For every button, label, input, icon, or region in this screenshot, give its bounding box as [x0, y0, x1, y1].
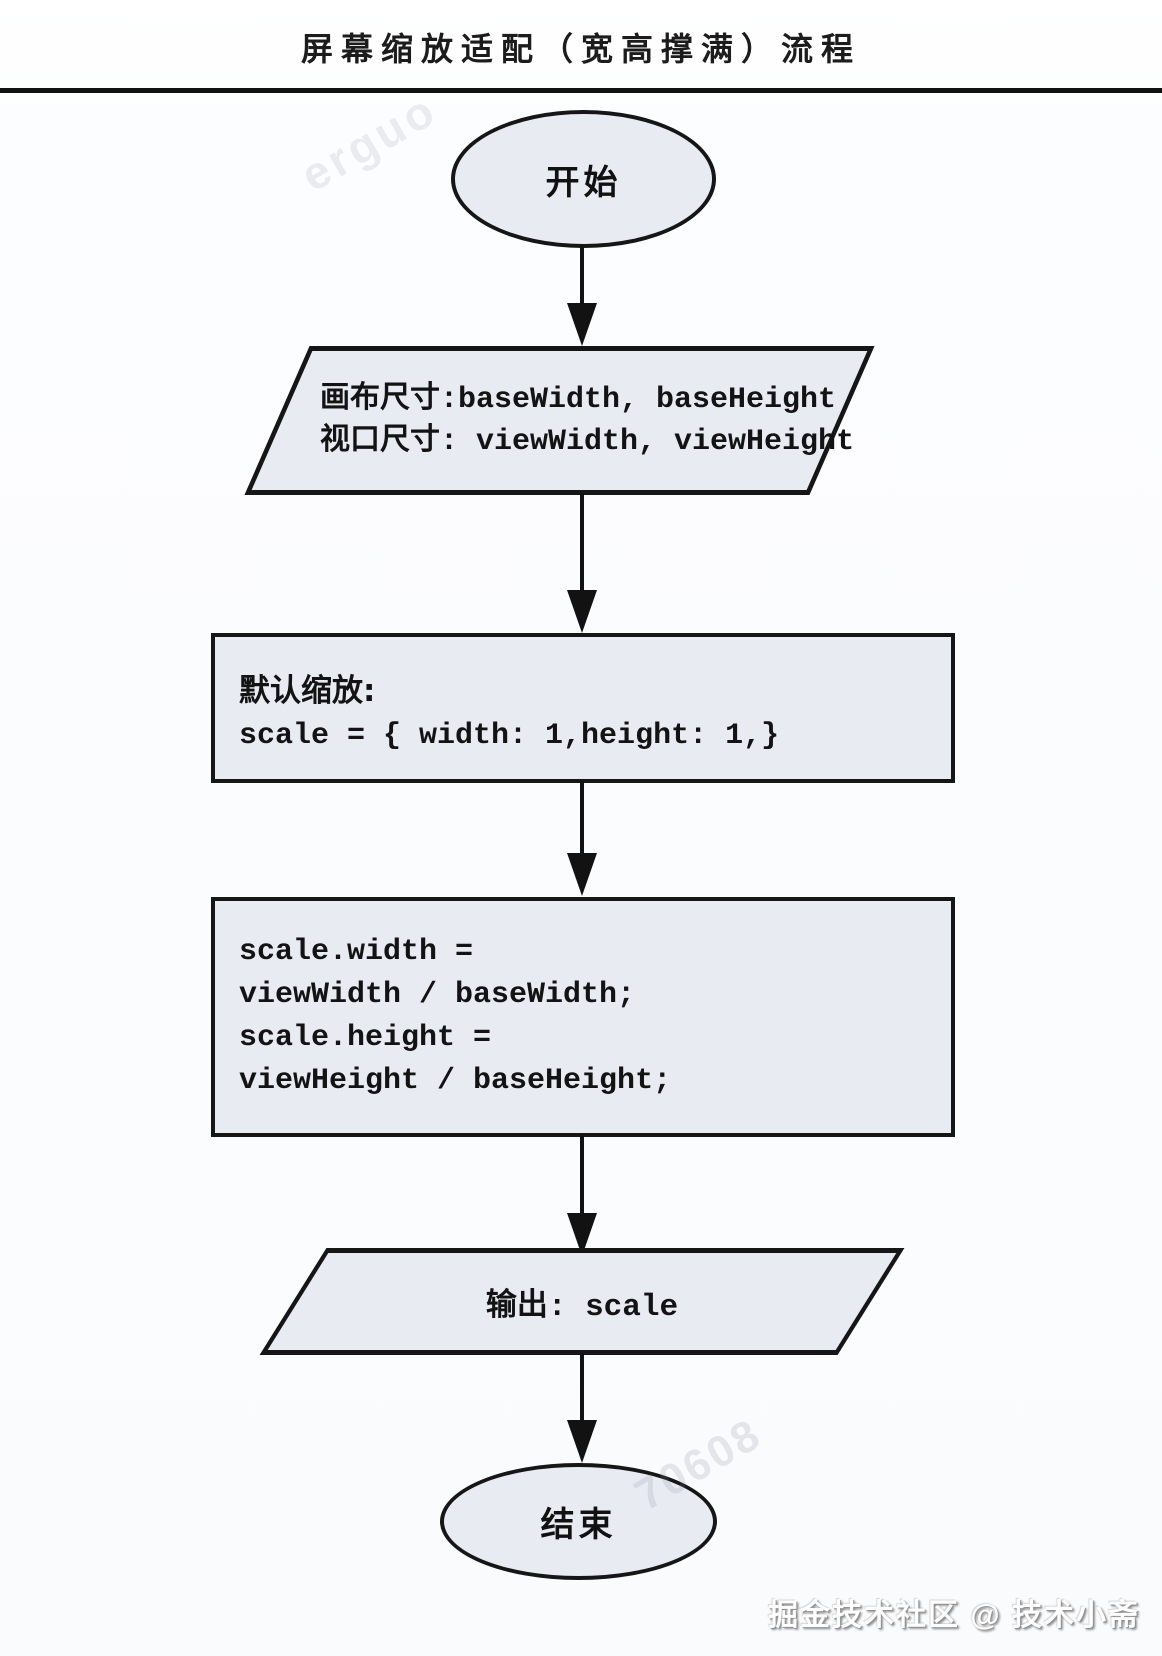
arrow-input-to-default [580, 493, 584, 590]
input-parallelogram: 画布尺寸:baseWidth, baseHeight 视口尺寸: viewWid… [244, 346, 875, 495]
input-parallelogram-content: 画布尺寸:baseWidth, baseHeight 视口尺寸: viewWid… [282, 351, 875, 490]
arrowhead-icon [567, 590, 597, 633]
compute-code-line2: viewWidth / baseWidth; [239, 978, 636, 1012]
output-parallelogram-content: 输出: scale [298, 1253, 866, 1350]
output-parallelogram: 输出: scale [259, 1248, 905, 1355]
default-scale-content: 默认缩放: scale = { width: 1,height: 1,} [215, 637, 951, 779]
arrow-compute-to-output [580, 1135, 584, 1213]
default-scale-code: scale = { width: 1,height: 1,} [239, 719, 780, 753]
start-node-label: 开始 [545, 163, 622, 202]
default-scale-process-box: 默认缩放: scale = { width: 1,height: 1,} [211, 633, 955, 783]
arrow-default-to-compute [580, 781, 584, 853]
flowchart-title: 屏幕缩放适配（宽高撑满）流程 [300, 31, 861, 67]
arrowhead-icon [567, 303, 597, 346]
compute-scale-content: scale.width = viewWidth / baseWidth; sca… [215, 901, 951, 1133]
default-scale-label: 默认缩放: [239, 673, 376, 709]
compute-scale-process-box: scale.width = viewWidth / baseWidth; sca… [211, 897, 955, 1137]
title-divider-line [0, 88, 1162, 93]
end-node: 结束 [440, 1463, 717, 1580]
arrow-start-to-input [580, 246, 584, 303]
arrow-output-to-end [580, 1353, 584, 1420]
arrowhead-icon [567, 853, 597, 896]
arrowhead-icon [567, 1420, 597, 1463]
compute-code-line1: scale.width = [239, 935, 474, 969]
output-label: 输出: scale [485, 1289, 679, 1325]
input-line-canvas-size: 画布尺寸:baseWidth, baseHeight [320, 382, 837, 417]
community-credit-watermark: 掘金技术社区 @ 技术小斋 [768, 1599, 1140, 1632]
compute-code-line4: viewHeight / baseHeight; [239, 1064, 672, 1098]
compute-code-line3: scale.height = [239, 1021, 492, 1055]
start-node: 开始 [451, 110, 716, 248]
input-line-viewport-size: 视口尺寸: viewWidth, viewHeight [320, 424, 855, 459]
end-node-label: 结束 [540, 1506, 617, 1544]
watermark-fragment-top: erguo [291, 82, 446, 202]
